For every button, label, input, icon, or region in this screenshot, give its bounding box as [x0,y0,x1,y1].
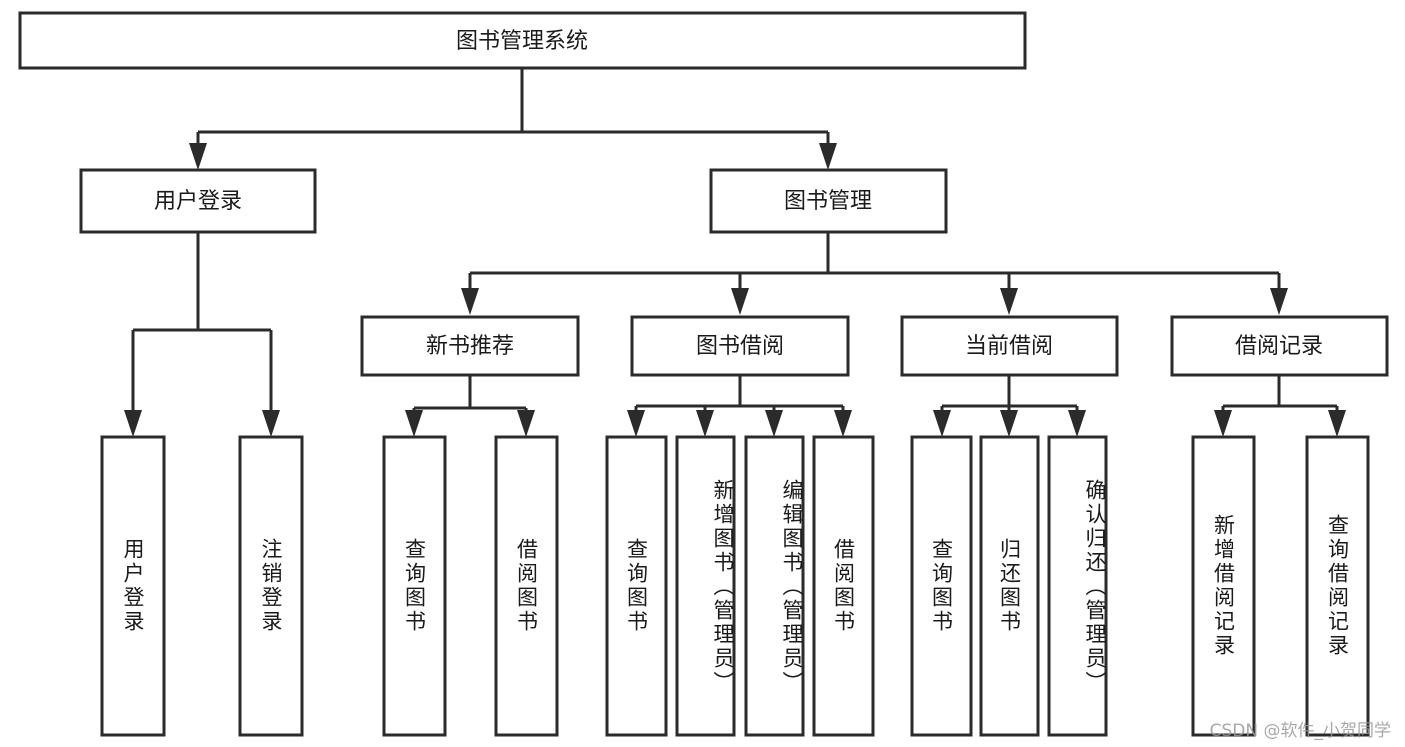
connector-group-borrow-record [1214,375,1346,437]
node-current-borrow-box[interactable] [900,315,1119,377]
leaf-boxes-user-login [100,435,304,737]
leaf-confirm-return-box[interactable] [1047,435,1108,737]
arrow-head-book-management [819,143,837,170]
node-book-borrow[interactable]: 图书借阅 [630,315,850,377]
arrow-head-new-book-recommend [461,288,479,315]
arrow-head-leaf-add-record [1214,410,1232,437]
node-new-book-recommend-label: 新书推荐 [426,334,514,359]
node-current-borrow-label: 当前借阅 [965,334,1053,359]
leaf-return-book-box[interactable] [979,435,1040,737]
connector-group-book-borrow [627,375,852,437]
arrow-head-leaf-borrow-book-2 [834,410,852,437]
node-root-box[interactable] [18,11,1027,70]
leaf-query-record-box[interactable] [1305,435,1370,737]
leaf-query-book-3-box[interactable] [910,435,973,737]
leaf-boxes-new-book-recommend [382,435,559,737]
node-user-login-label: 用户登录 [154,189,242,214]
arrow-head-leaf-logout [262,410,280,437]
arrow-head-leaf-query-book-2 [627,410,645,437]
leaf-add-record-box[interactable] [1191,435,1256,737]
node-book-borrow-label: 图书借阅 [696,334,784,359]
leaf-boxes-book-borrow [605,435,875,737]
node-user-login-box[interactable] [79,168,317,234]
node-current-borrow[interactable]: 当前借阅 [900,315,1119,377]
node-borrow-record[interactable]: 借阅记录 [1170,315,1389,377]
arrow-head-borrow-record [1270,288,1288,315]
leaf-user-login-box[interactable] [100,435,166,737]
arrow-head-leaf-query-record [1328,410,1346,437]
connector-group-new-book-recommend [405,375,535,437]
node-root[interactable]: 图书管理系统 [18,11,1027,70]
arrow-head-leaf-confirm-return [1068,410,1086,437]
connector-group-book-management [461,232,1288,315]
node-borrow-record-label: 借阅记录 [1235,334,1323,359]
node-user-login[interactable]: 用户登录 [79,168,317,234]
node-borrow-record-box[interactable] [1170,315,1389,377]
leaf-add-book-box[interactable] [675,435,736,737]
node-new-book-recommend[interactable]: 新书推荐 [360,315,580,377]
leaf-borrow-book-2-box[interactable] [812,435,875,737]
arrow-head-book-borrow [731,288,749,315]
arrow-head-leaf-query-book-1 [405,410,423,437]
connector-group-root [189,68,837,170]
leaf-borrow-book-1-box[interactable] [494,435,559,737]
leaf-boxes-borrow-record [1191,435,1370,737]
connector-group-user-login [124,232,280,437]
leaf-boxes-current-borrow [910,435,1108,737]
arrow-head-leaf-query-book-3 [933,410,951,437]
node-book-management-box[interactable] [709,168,948,234]
node-book-management[interactable]: 图书管理 [709,168,948,234]
leaf-edit-book-box[interactable] [744,435,805,737]
leaf-query-book-1-box[interactable] [382,435,447,737]
leaf-logout-box[interactable] [238,435,304,737]
node-book-borrow-box[interactable] [630,315,850,377]
node-book-management-label: 图书管理 [784,189,872,214]
leaf-query-book-2-box[interactable] [605,435,668,737]
arrow-head-leaf-return-book [1000,410,1018,437]
arrow-head-leaf-add-book [696,410,714,437]
arrow-head-leaf-borrow-book-1 [517,410,535,437]
arrow-head-current-borrow [1000,288,1018,315]
node-new-book-recommend-box[interactable] [360,315,580,377]
connector-group-current-borrow [933,375,1086,437]
arrow-head-leaf-user-login [124,410,142,437]
node-root-label: 图书管理系统 [456,29,588,54]
arrow-head-leaf-edit-book [765,410,783,437]
arrow-head-user-login [189,143,207,170]
